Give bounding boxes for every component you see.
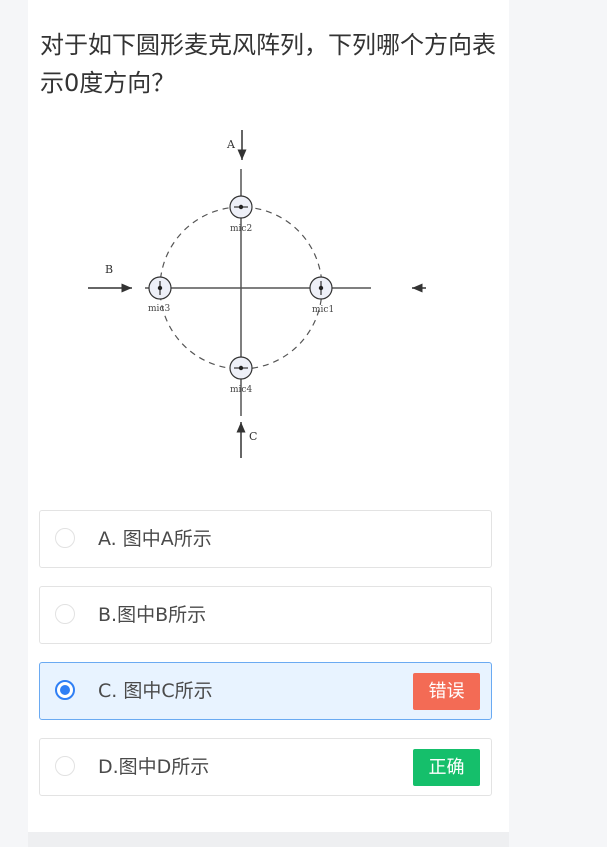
question-card: 对于如下圆形麦克风阵列，下列哪个方向表示0度方向？ A B C D <box>28 0 509 832</box>
label-b: B <box>105 263 113 276</box>
option-a[interactable]: A. 图中A所示 <box>39 510 492 568</box>
correct-badge: 正确 <box>413 749 480 786</box>
footer-band <box>28 832 509 847</box>
option-a-label: A. 图中A所示 <box>98 528 212 550</box>
option-d[interactable]: D.图中D所示 正确 <box>39 738 492 796</box>
label-a: A <box>226 138 236 151</box>
option-c[interactable]: C. 图中C所示 错误 <box>39 662 492 720</box>
mic-array-diagram: A B C D mic2 mic3 mic1 mic4 <box>56 122 453 464</box>
radio-b[interactable] <box>55 604 75 624</box>
mic1-label: mic1 <box>312 305 334 315</box>
mic2-label: mic2 <box>230 224 252 234</box>
radio-a[interactable] <box>55 528 75 548</box>
mic3-label: mic3 <box>148 304 170 314</box>
mic4-label: mic4 <box>230 385 252 395</box>
option-d-label: D.图中D所示 <box>98 756 210 778</box>
radio-c[interactable] <box>55 680 75 700</box>
radio-d[interactable] <box>55 756 75 776</box>
option-c-label: C. 图中C所示 <box>98 680 213 702</box>
label-c: C <box>249 430 257 443</box>
wrong-badge: 错误 <box>413 673 480 710</box>
option-b-label: B.图中B所示 <box>98 604 207 626</box>
radio-selected-dot <box>60 685 70 695</box>
option-b[interactable]: B.图中B所示 <box>39 586 492 644</box>
question-text: 对于如下圆形麦克风阵列，下列哪个方向表示0度方向？ <box>40 31 496 97</box>
